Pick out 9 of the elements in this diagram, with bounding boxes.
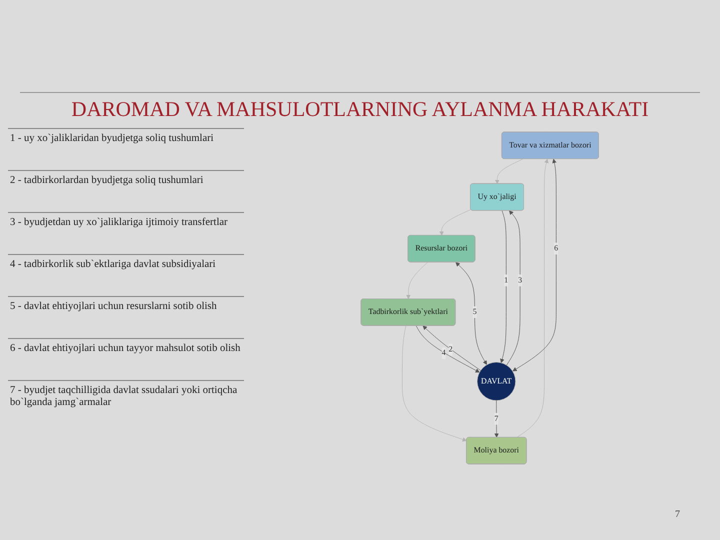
legend-note: 7 - byudjet taqchilligida davlat ssudalari yoki ortiqcha bo`lganda jamg`armalar (8, 380, 244, 422)
page-number: 7 (675, 509, 680, 520)
legend-note: 2 - tadbirkorlardan byudjetga soliq tushumlari (8, 170, 244, 212)
legend-note: 6 - davlat ehtiyojlari uchun tayyor mahsulot sotib olish (8, 338, 244, 380)
legend-note: 4 - tadbirkorlik sub`ektlariga davlat subsidiyalari (8, 254, 244, 296)
legend-note: 3 - byudjetdan uy xo`jaliklariga ijtimoiy transfertlar (8, 212, 244, 254)
legend-note: 1 - uy xo`jaliklaridan byudjetga soliq tushumlari (8, 128, 244, 170)
title: DAROMAD VA MAHSULOTLARNING AYLANMA HARAKATI (20, 92, 700, 122)
legend-note: 5 - davlat ehtiyojlari uchun resurslarni sotib olish (8, 296, 244, 338)
